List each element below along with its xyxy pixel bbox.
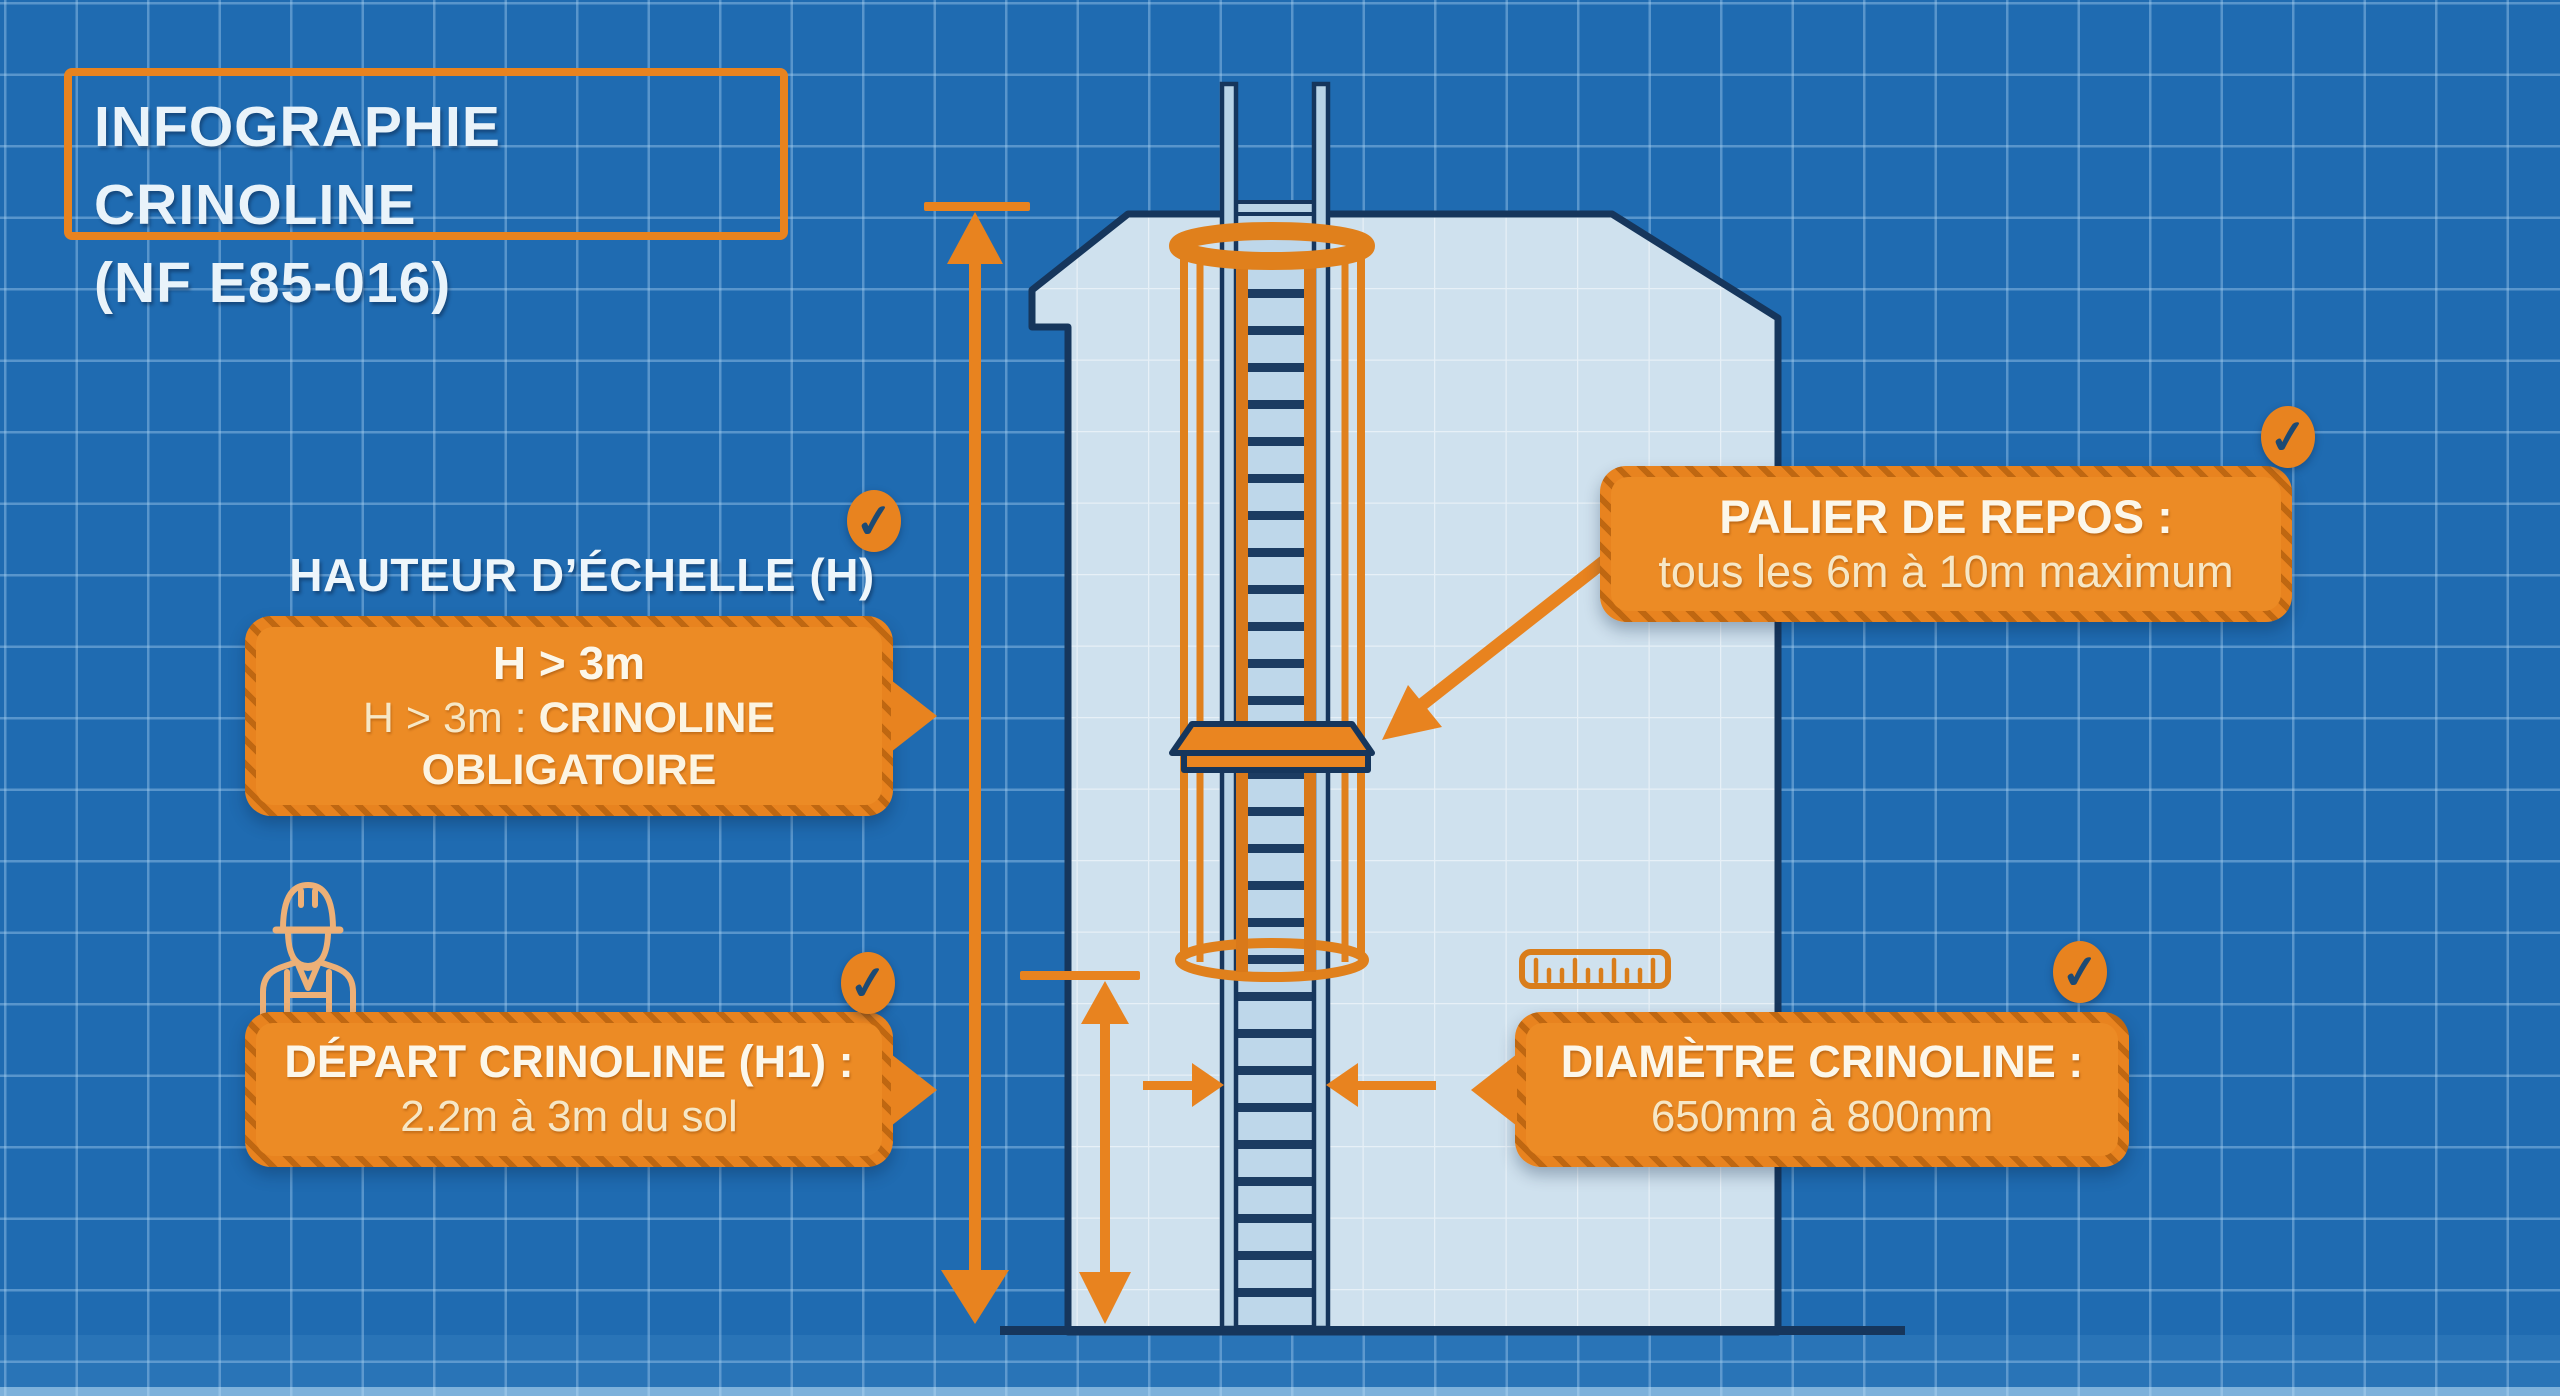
palier-heading: PALIER DE REPOS : bbox=[1719, 489, 2173, 543]
hauteur-rule-detail-bold: CRINOLINE OBLIGATOIRE bbox=[421, 693, 776, 795]
rest-platform bbox=[1169, 721, 1375, 773]
bottom-edge-highlight bbox=[0, 1387, 2560, 1396]
ladder-right-rail bbox=[1311, 81, 1331, 1331]
diametre-callout: DIAMÈTRE CRINOLINE : 650mm à 800mm bbox=[1471, 1012, 2129, 1167]
ground-area bbox=[0, 1335, 2560, 1396]
palier-value: tous les 6m à 10m maximum bbox=[1658, 546, 2234, 598]
check-icon: ✓ bbox=[841, 952, 895, 1014]
title-line-1: INFOGRAPHIE CRINOLINE bbox=[94, 95, 501, 237]
ground-line bbox=[1000, 1326, 1905, 1335]
check-icon: ✓ bbox=[2261, 406, 2315, 468]
palier-pointer-arrow bbox=[1382, 539, 1630, 740]
height-dimension-line bbox=[924, 202, 1030, 1324]
ladder-rungs bbox=[1236, 252, 1314, 1326]
ladder-left-rail bbox=[1219, 81, 1239, 1331]
check-icon: ✓ bbox=[847, 490, 901, 552]
cage-bottom-hoop bbox=[1175, 938, 1369, 982]
callout-pointer-right bbox=[891, 680, 937, 752]
callout-pointer-left bbox=[1471, 1053, 1517, 1126]
check-glyph: ✓ bbox=[846, 955, 890, 1011]
hauteur-rule-detail-prefix: H > 3m : bbox=[362, 693, 539, 742]
depart-callout: DÉPART CRINOLINE (H1) : 2.2m à 3m du sol bbox=[245, 1012, 937, 1167]
cage-top-hoop bbox=[1169, 222, 1375, 270]
check-glyph: ✓ bbox=[2058, 944, 2102, 1000]
hauteur-callout: H > 3m H > 3m : CRINOLINE OBLIGATOIRE bbox=[245, 616, 937, 816]
depart-heading: DÉPART CRINOLINE (H1) : bbox=[284, 1036, 854, 1088]
title-line-2: (NF E85-016) bbox=[94, 251, 452, 315]
h1-dimension-line bbox=[1020, 971, 1140, 1324]
check-glyph: ✓ bbox=[852, 493, 896, 549]
check-glyph: ✓ bbox=[2266, 409, 2310, 465]
check-icon: ✓ bbox=[2053, 941, 2107, 1003]
hauteur-echelle-label: HAUTEUR D’ÉCHELLE (H) bbox=[289, 549, 875, 601]
ladder-top-rung bbox=[1234, 200, 1316, 216]
crinoline-cage bbox=[1169, 222, 1375, 982]
hauteur-rule: H > 3m bbox=[492, 637, 646, 690]
title-box: INFOGRAPHIE CRINOLINE (NF E85-016) bbox=[64, 68, 788, 315]
ladder bbox=[1219, 81, 1331, 1331]
callout-pointer-right bbox=[891, 1053, 937, 1126]
hauteur-rule-detail: H > 3m : CRINOLINE OBLIGATOIRE bbox=[269, 692, 869, 797]
palier-callout: PALIER DE REPOS : tous les 6m à 10m maxi… bbox=[1600, 466, 2292, 622]
diameter-arrows bbox=[1143, 1063, 1436, 1107]
depart-value: 2.2m à 3m du sol bbox=[400, 1092, 738, 1142]
ruler-icon bbox=[1519, 949, 1671, 989]
diametre-heading: DIAMÈTRE CRINOLINE : bbox=[1560, 1036, 2084, 1088]
diametre-value: 650mm à 800mm bbox=[1650, 1092, 1994, 1142]
worker-hardhat-icon bbox=[260, 882, 356, 1017]
